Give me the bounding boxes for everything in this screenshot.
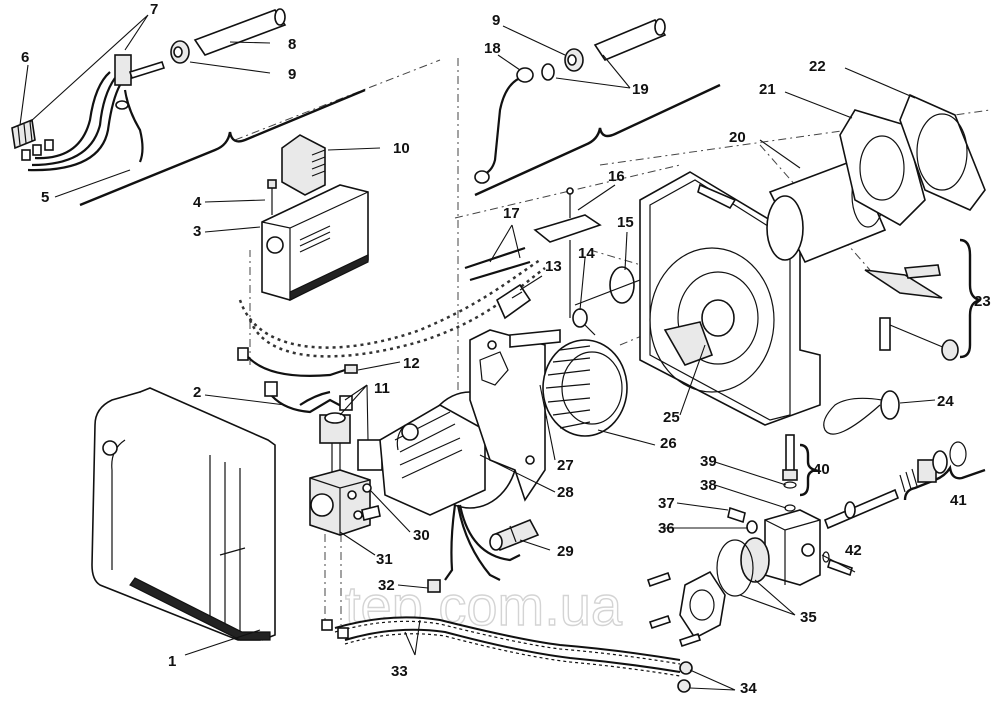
part-42-regulator-screw[interactable] bbox=[822, 551, 853, 577]
callout-30[interactable]: 30 bbox=[413, 527, 430, 544]
part-17-ignition-leads[interactable] bbox=[464, 246, 531, 282]
callout-25[interactable]: 25 bbox=[663, 409, 680, 426]
callout-20[interactable]: 20 bbox=[729, 129, 746, 146]
callout-29[interactable]: 29 bbox=[557, 543, 574, 560]
callout-38[interactable]: 38 bbox=[700, 477, 717, 494]
part-32-connector[interactable] bbox=[427, 579, 441, 593]
callout-40[interactable]: 40 bbox=[813, 461, 830, 478]
part-33-flexible-hoses[interactable] bbox=[321, 616, 681, 677]
part-26-fan-wheel[interactable] bbox=[509, 329, 628, 437]
callout-11[interactable]: 11 bbox=[374, 380, 390, 397]
section-braces bbox=[79, 83, 986, 501]
part-8-electrode[interactable] bbox=[193, 8, 287, 56]
part-37-gauge-plug[interactable] bbox=[727, 506, 746, 524]
callout-5[interactable]: 5 bbox=[41, 189, 49, 206]
callout-9-right[interactable]: 9 bbox=[492, 12, 500, 29]
callout-9-left[interactable]: 9 bbox=[288, 66, 296, 83]
callout-13[interactable]: 13 bbox=[545, 258, 562, 275]
part-24-capacitor[interactable] bbox=[823, 390, 900, 435]
part-5-electrode-cables[interactable] bbox=[21, 71, 144, 172]
callout-3[interactable]: 3 bbox=[193, 223, 201, 240]
part-30-coupling[interactable] bbox=[362, 483, 372, 493]
part-35-filter-kit[interactable] bbox=[679, 537, 770, 640]
callout-16[interactable]: 16 bbox=[608, 168, 625, 185]
part-29-capacitor[interactable] bbox=[489, 518, 540, 552]
part-15-adjustment-knob[interactable] bbox=[574, 266, 641, 306]
pump-detail[interactable] bbox=[764, 509, 821, 586]
part-36-seal[interactable] bbox=[746, 520, 758, 534]
callout-26[interactable]: 26 bbox=[660, 435, 677, 452]
callout-1[interactable]: 1 bbox=[168, 653, 176, 670]
part-9-grommet-left[interactable] bbox=[170, 40, 190, 64]
callout-23[interactable]: 23 bbox=[974, 293, 991, 310]
part-2-harness[interactable] bbox=[264, 381, 346, 414]
motor-wires bbox=[444, 504, 521, 581]
part-41-valve-kit[interactable] bbox=[823, 441, 967, 530]
part-31-oil-pump[interactable] bbox=[309, 469, 381, 536]
callout-17[interactable]: 17 bbox=[503, 205, 520, 222]
part-4-fixing-screw[interactable] bbox=[267, 179, 277, 215]
callout-35[interactable]: 35 bbox=[800, 609, 817, 626]
pump-screws bbox=[646, 571, 702, 648]
callout-6[interactable]: 6 bbox=[21, 49, 29, 66]
callout-labels: 1 2 3 4 5 6 7 8 9 9 10 11 12 13 14 15 16… bbox=[21, 1, 991, 697]
callout-32[interactable]: 32 bbox=[378, 577, 395, 594]
callout-42[interactable]: 42 bbox=[845, 542, 862, 559]
callout-37[interactable]: 37 bbox=[658, 495, 675, 512]
part-23-air-regulation-kit[interactable] bbox=[864, 264, 959, 361]
part-13-air-damper[interactable] bbox=[495, 283, 532, 320]
part-11-solenoid-coils[interactable] bbox=[319, 395, 383, 475]
callout-28[interactable]: 28 bbox=[557, 484, 574, 501]
part-9-grommet-right[interactable] bbox=[564, 48, 584, 72]
callout-36[interactable]: 36 bbox=[658, 520, 675, 537]
part-7-nozzle-holder[interactable] bbox=[114, 54, 166, 110]
callout-34[interactable]: 34 bbox=[740, 680, 757, 697]
part-19-nozzle-parts[interactable] bbox=[541, 18, 667, 81]
part-39-washer[interactable] bbox=[783, 481, 797, 489]
callout-31[interactable]: 31 bbox=[376, 551, 393, 568]
part-16-transformer-bracket[interactable] bbox=[533, 187, 602, 318]
callout-21[interactable]: 21 bbox=[759, 81, 776, 98]
callout-18[interactable]: 18 bbox=[484, 40, 501, 57]
callout-7[interactable]: 7 bbox=[150, 1, 158, 18]
callout-4[interactable]: 4 bbox=[193, 194, 202, 211]
part-38-o-ring[interactable] bbox=[784, 504, 796, 512]
part-14-damper-hub[interactable] bbox=[572, 308, 596, 336]
callout-39[interactable]: 39 bbox=[700, 453, 717, 470]
callout-41[interactable]: 41 bbox=[950, 492, 967, 509]
callout-8[interactable]: 8 bbox=[288, 36, 296, 53]
callout-12[interactable]: 12 bbox=[403, 355, 420, 372]
callout-22[interactable]: 22 bbox=[809, 58, 826, 75]
part-1-burner-cover[interactable] bbox=[91, 387, 276, 641]
part-27-motor-plate[interactable] bbox=[469, 329, 546, 502]
callout-2[interactable]: 2 bbox=[193, 384, 201, 401]
part-40-bypass-plug[interactable] bbox=[782, 434, 798, 481]
part-34-hose-nipples[interactable] bbox=[677, 661, 693, 693]
leader-lines bbox=[19, 14, 936, 691]
part-10-control-box[interactable] bbox=[281, 134, 326, 196]
callout-14[interactable]: 14 bbox=[578, 245, 595, 262]
callout-33[interactable]: 33 bbox=[391, 663, 408, 680]
callout-10[interactable]: 10 bbox=[393, 140, 410, 157]
part-18-oil-line[interactable] bbox=[474, 67, 534, 184]
part-6-terminal-block[interactable] bbox=[11, 118, 36, 150]
callout-19[interactable]: 19 bbox=[632, 81, 649, 98]
part-25-air-shutter[interactable] bbox=[663, 321, 714, 366]
callout-15[interactable]: 15 bbox=[617, 214, 634, 231]
callout-24[interactable]: 24 bbox=[937, 393, 954, 410]
part-3-control-box-base[interactable] bbox=[261, 184, 369, 301]
part-22-gasket[interactable] bbox=[899, 93, 986, 211]
callout-27[interactable]: 27 bbox=[557, 457, 574, 474]
part-12-photocell-lead[interactable] bbox=[237, 347, 358, 377]
